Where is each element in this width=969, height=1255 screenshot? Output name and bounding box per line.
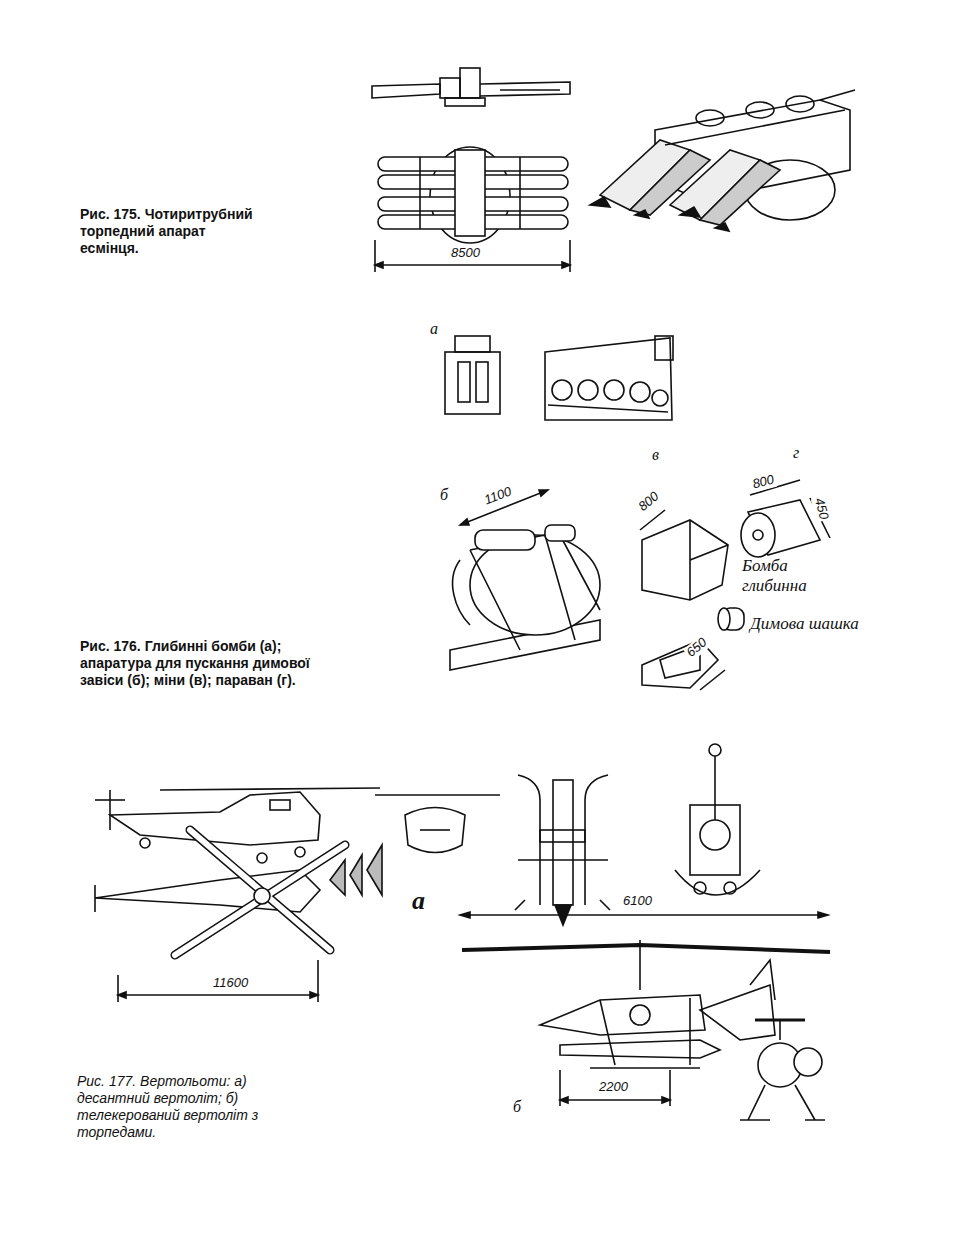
depth-charge-rack <box>445 336 673 420</box>
part-name: Димова шашка <box>750 614 860 634</box>
panel-letter: б <box>513 1098 521 1116</box>
panel-letter: а <box>430 320 438 338</box>
dimension: 650 <box>683 635 711 662</box>
panel-letter: г <box>793 444 799 462</box>
torpedo-frame <box>515 775 610 925</box>
dimension: 11600 <box>212 976 249 991</box>
dimension-6100 <box>460 912 828 918</box>
landing-helicopter-top <box>95 830 345 1002</box>
smoke-screen-apparatus <box>450 490 600 670</box>
remote-controlled-helicopter <box>462 940 830 1120</box>
release-mechanism <box>675 744 760 895</box>
panel-letter: в <box>652 446 659 464</box>
torpedo-tube-perspective <box>590 90 855 231</box>
figure-caption: Рис. 175. Чотиритрубний торпедний апарат… <box>80 206 260 257</box>
mine <box>640 510 728 690</box>
helicopter-front <box>330 795 500 895</box>
panel-letter: а <box>412 886 425 916</box>
panel-letter: б <box>440 486 448 504</box>
dimension: 2200 <box>598 1080 629 1095</box>
dimension: 800 <box>750 472 777 493</box>
dimension: 8500 <box>450 246 481 261</box>
dimension: 6100 <box>622 894 653 909</box>
torpedo-tube-top-view <box>375 147 570 272</box>
figure-caption: Рис. 176. Глибинні бомби (а); апаратура … <box>80 638 350 689</box>
dimension: 800 <box>635 489 663 516</box>
part-name: Бомба глибинна <box>742 556 852 595</box>
torpedo-tube-side-view <box>372 68 570 106</box>
dimension: 450 <box>811 496 832 523</box>
figure-caption: Рис. 177. Вертольоти: а) десантний верто… <box>77 1073 312 1141</box>
